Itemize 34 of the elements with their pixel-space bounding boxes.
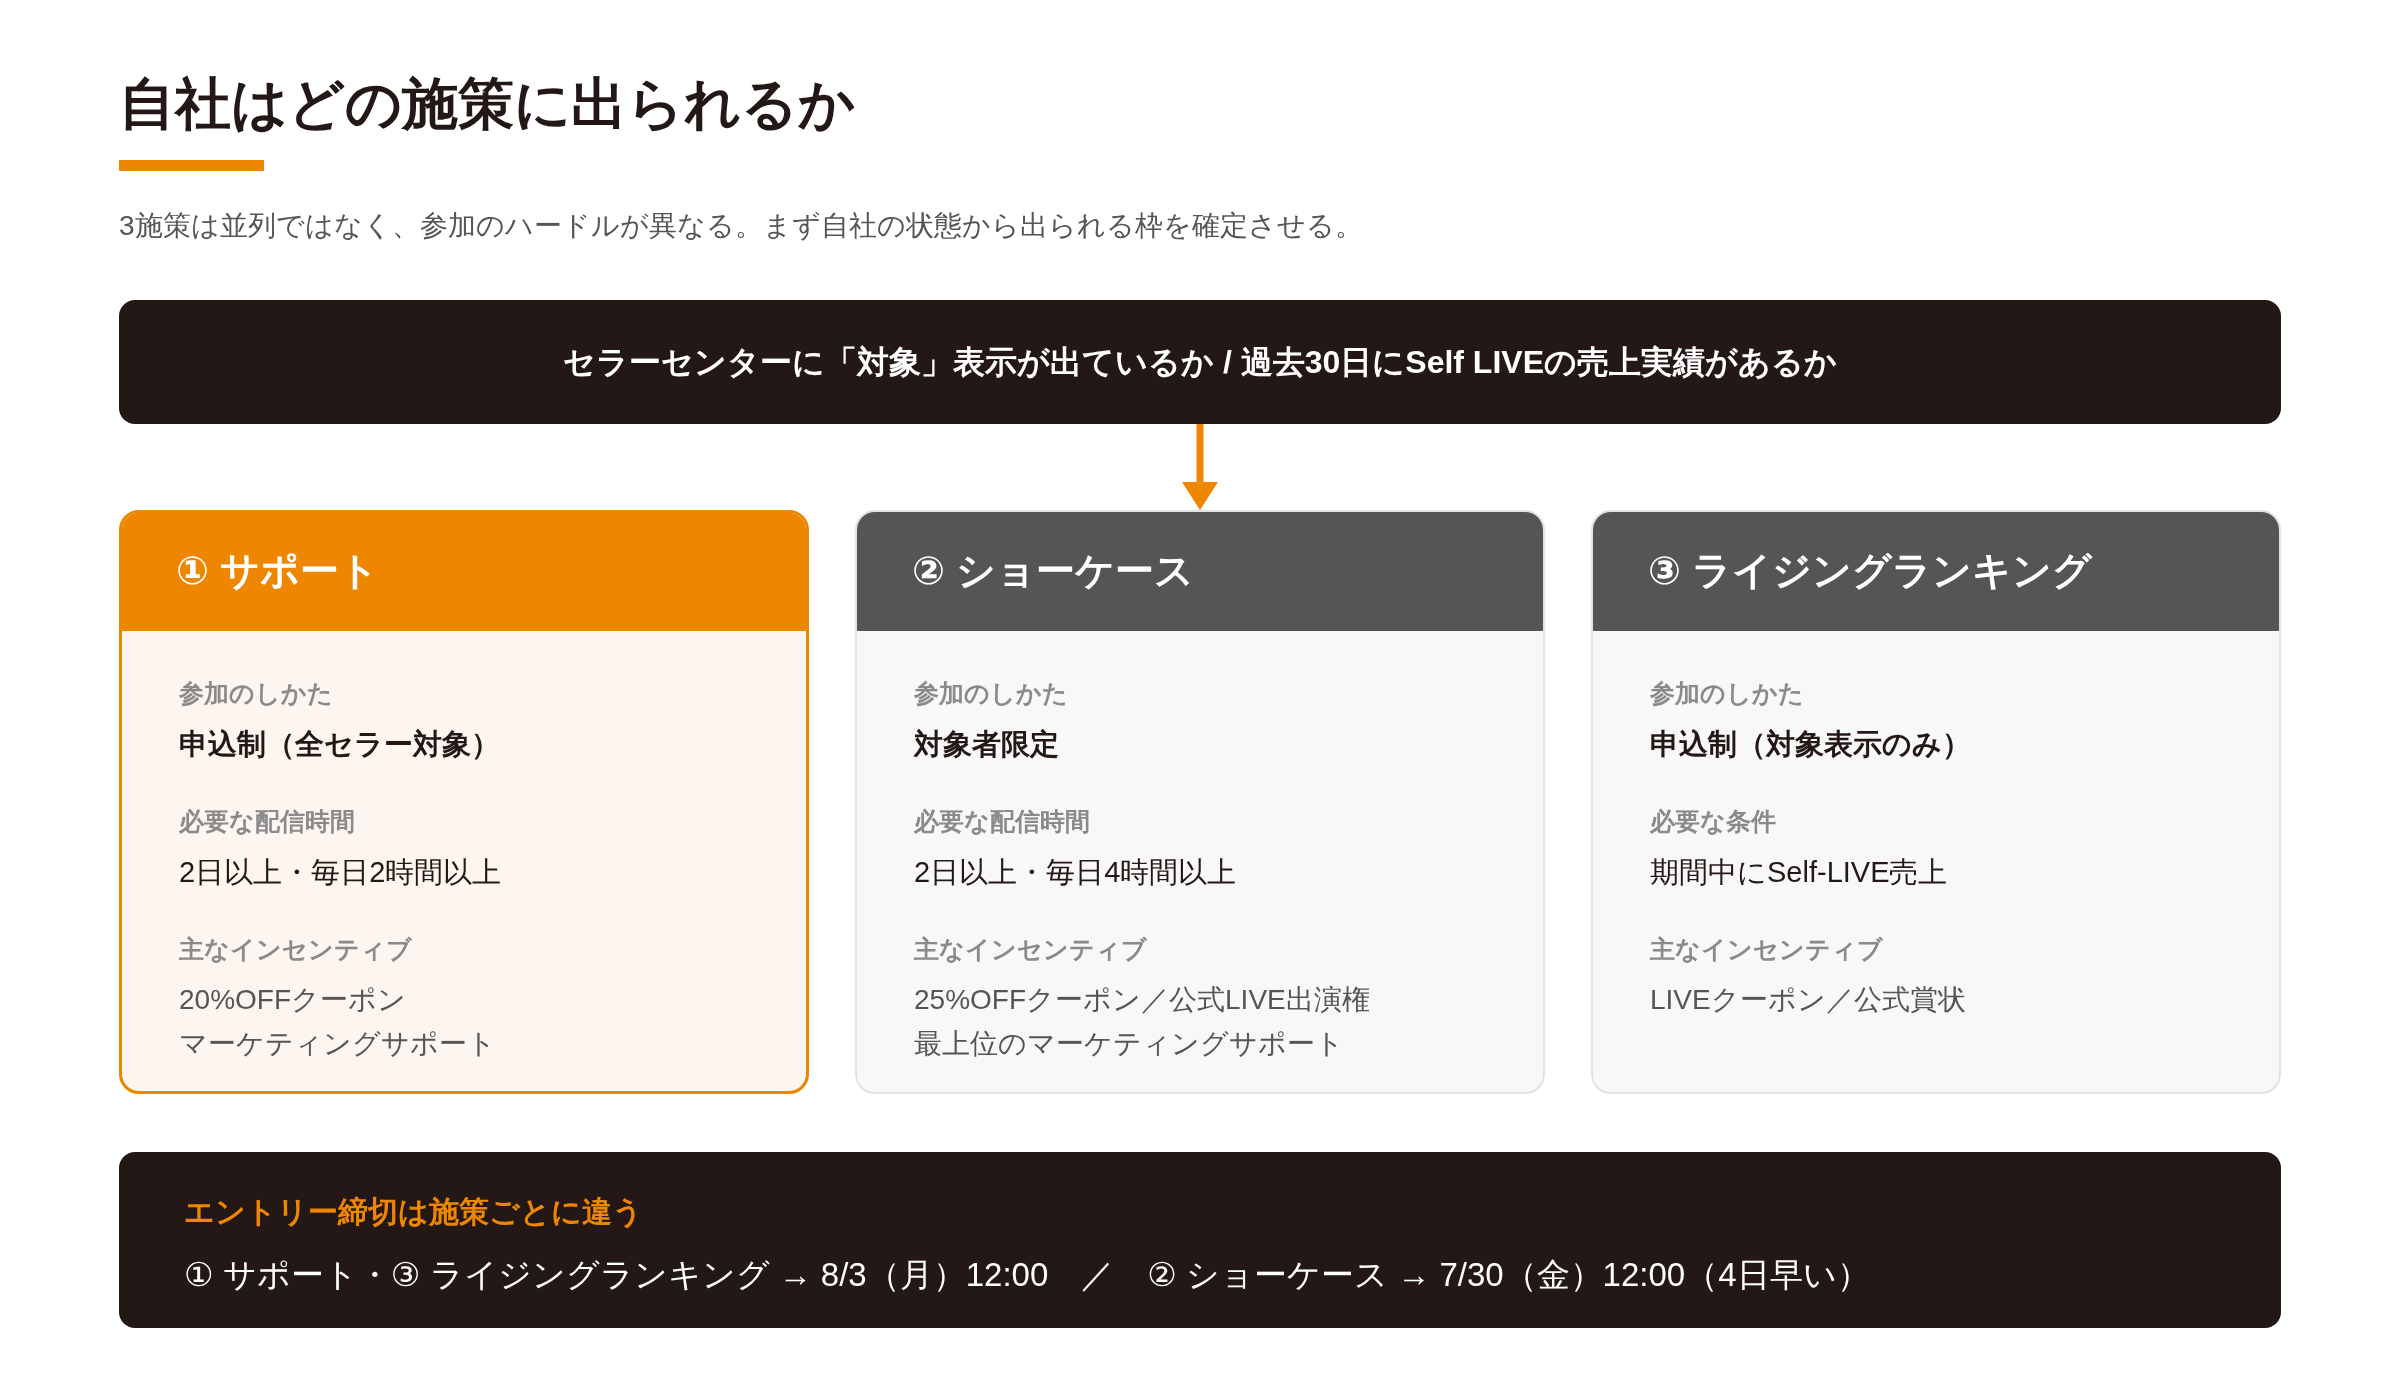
attribute-value: 申込制（対象表示のみ） xyxy=(1650,727,1971,762)
attribute-value: LIVEクーポン／公式賞状 xyxy=(1650,983,1966,1017)
attribute-label: 必要な条件 xyxy=(1650,806,1776,837)
program-card xyxy=(855,510,1545,1094)
deadline-text: ① サポート・③ ライジングランキング → 8/3（月）12:00 ／ ② ショーケース → 7/30（金）12:00（4日早い） xyxy=(184,1255,1870,1295)
attribute-label: 参加のしかた xyxy=(914,678,1068,709)
attribute-label: 参加のしかた xyxy=(179,678,333,709)
attribute-value: 申込制（全セラー対象） xyxy=(179,727,500,762)
condition-banner xyxy=(119,300,2281,424)
arrow xyxy=(1182,424,1218,510)
attribute-label: 主なインセンティブ xyxy=(1650,934,1883,965)
subtitle-text: 3施策は並列ではなく、参加のハードルが異なる。まず自社の状態から出られる枠を確定させる。 xyxy=(119,209,1363,243)
attribute-value: 2日以上・毎日4時間以上 xyxy=(914,855,1237,890)
deadline-panel xyxy=(119,1152,2281,1328)
card-header: ② ショーケース xyxy=(857,512,1543,631)
attribute-value: 2日以上・毎日2時間以上 xyxy=(179,855,502,890)
program-card xyxy=(1591,510,2281,1094)
banner-text: セラーセンターに「対象」表示が出ているか / 過去30日にSelf LIVEの売上実績があるか xyxy=(563,343,1837,382)
attribute-value: 対象者限定 xyxy=(914,727,1059,762)
panel-heading: エントリー締切は施策ごとに違う xyxy=(184,1194,643,1230)
attribute-label: 主なインセンティブ xyxy=(179,934,412,965)
card-header: ③ ライジングランキング xyxy=(1593,512,2279,631)
attribute-label: 主なインセンティブ xyxy=(914,934,1147,965)
attribute-label: 参加のしかた xyxy=(1650,678,1804,709)
card-header: ① サポート xyxy=(122,513,806,631)
attribute-value: 最上位のマーケティングサポート xyxy=(914,1027,1344,1061)
attribute-value: マーケティングサポート xyxy=(179,1027,496,1061)
page-title: 自社はどの施策に出られるか xyxy=(119,71,855,137)
attribute-value: 25%OFFクーポン／公式LIVE出演権 xyxy=(914,983,1370,1017)
attribute-label: 必要な配信時間 xyxy=(179,806,355,837)
attribute-value: 期間中にSelf-LIVE売上 xyxy=(1650,855,1948,890)
attribute-value: 20%OFFクーポン xyxy=(179,983,407,1017)
attribute-label: 必要な配信時間 xyxy=(914,806,1090,837)
program-card xyxy=(119,510,809,1094)
